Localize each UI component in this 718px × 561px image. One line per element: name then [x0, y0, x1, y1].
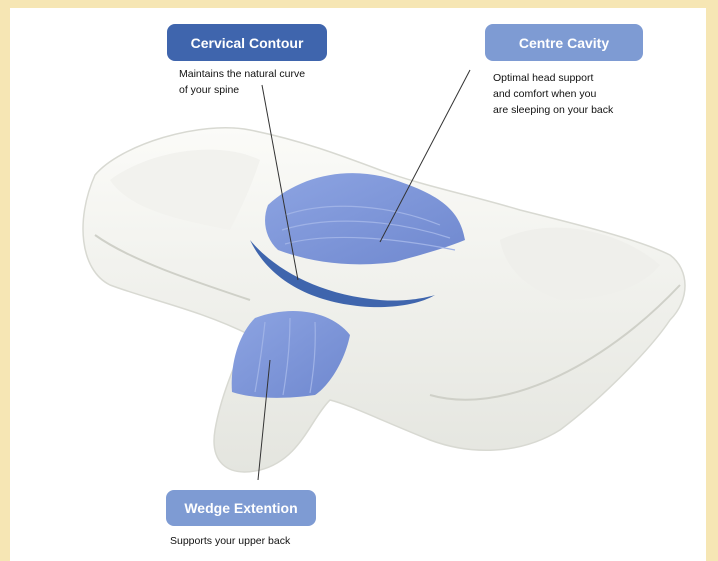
cervical-contour-description: Maintains the natural curve of your spin… — [179, 66, 359, 98]
cervical-contour-label: Cervical Contour — [167, 24, 327, 61]
wedge-extention-description: Supports your upper back — [170, 533, 370, 549]
centre-cavity-description: Optimal head support and comfort when yo… — [493, 70, 673, 118]
centre-cavity-label: Centre Cavity — [485, 24, 643, 61]
wedge-extention-label: Wedge Extention — [166, 490, 316, 526]
